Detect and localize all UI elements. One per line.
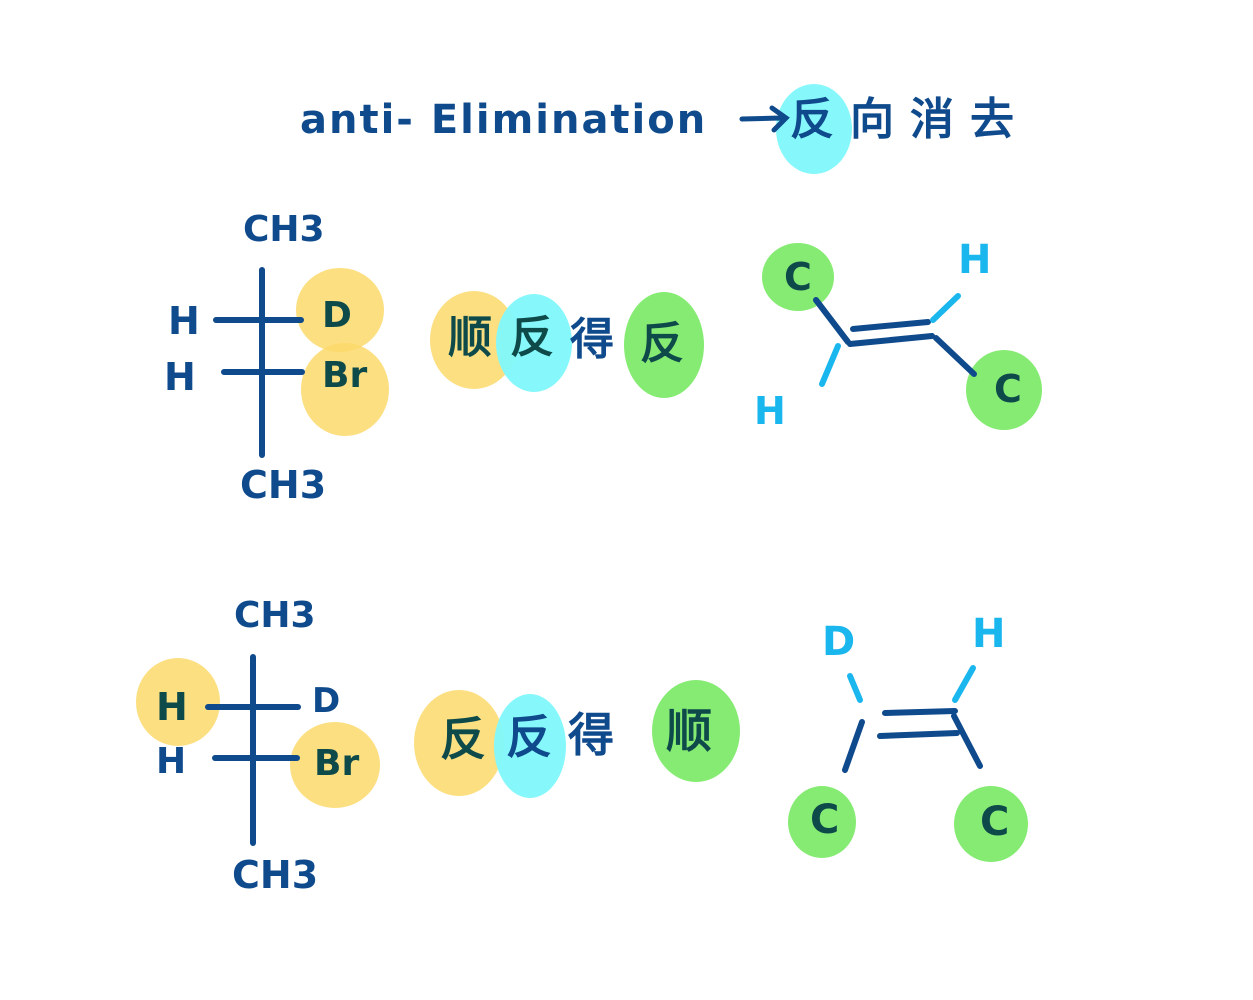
fischer1-right-lower-br: Br [322,355,368,396]
highlight-br-2 [290,722,380,808]
rule2-char-2: 反 [506,710,552,764]
rule1-char-4: 反 [640,318,684,369]
fischer2-right-upper-d: D [312,681,341,721]
fischer1-right-upper-d: D [322,295,352,336]
product2-top-right-h: H [972,611,1006,657]
product1-c-bottomright-highlight [966,350,1042,430]
fischer2-right-lower-br: Br [314,743,360,784]
product2-bottom-right-c: C [980,799,1010,845]
highlight-d-1 [296,268,384,352]
fischer1-left-upper-h: H [168,299,200,343]
rule2-highlight-yellow [414,690,504,796]
highlight-h-2 [136,658,220,746]
rule2-char-3: 得 [568,708,614,762]
product1-c-topleft-highlight [762,243,834,311]
product1-top-right-h: H [958,237,992,283]
title-highlight-cyan [776,84,852,174]
title-english: anti- Elimination [300,97,708,143]
title-char-2: 向 [850,94,894,145]
rule1-highlight-cyan [496,294,572,392]
fischer2-bottom-ch3: CH3 [232,853,319,897]
rule2-char-1: 反 [440,712,486,766]
rule1-char-1: 顺 [448,312,492,363]
rule2-highlight-cyan [494,694,566,798]
highlight-br-1 [301,343,389,436]
rule2-highlight-green [652,680,740,782]
product1-bottom-right-c: C [994,367,1022,411]
fischer2-top-ch3: CH3 [234,595,316,636]
product1-bottom-left-h: H [754,389,786,433]
title-char-1: 反 [790,94,834,145]
fischer1-top-ch3: CH3 [243,209,325,250]
product2-c-right-highlight [954,786,1028,862]
rule2-char-4: 顺 [666,704,712,758]
product2-c-left-highlight [788,786,856,858]
rule1-char-2: 反 [510,312,554,363]
rule1-char-3: 得 [570,314,614,365]
fischer1-bottom-ch3: CH3 [240,463,327,507]
rule1-highlight-green [624,292,704,398]
title-char-4: 去 [970,94,1014,145]
product1-top-left-c: C [784,255,812,299]
fischer2-left-lower-h: H [156,741,187,782]
product2-bottom-left-c: C [810,797,840,843]
fischer2-left-upper-h: H [156,685,188,729]
product2-top-left-d: D [822,619,856,665]
fischer1-left-lower-h: H [164,355,196,399]
title-char-3: 消 [910,94,954,145]
